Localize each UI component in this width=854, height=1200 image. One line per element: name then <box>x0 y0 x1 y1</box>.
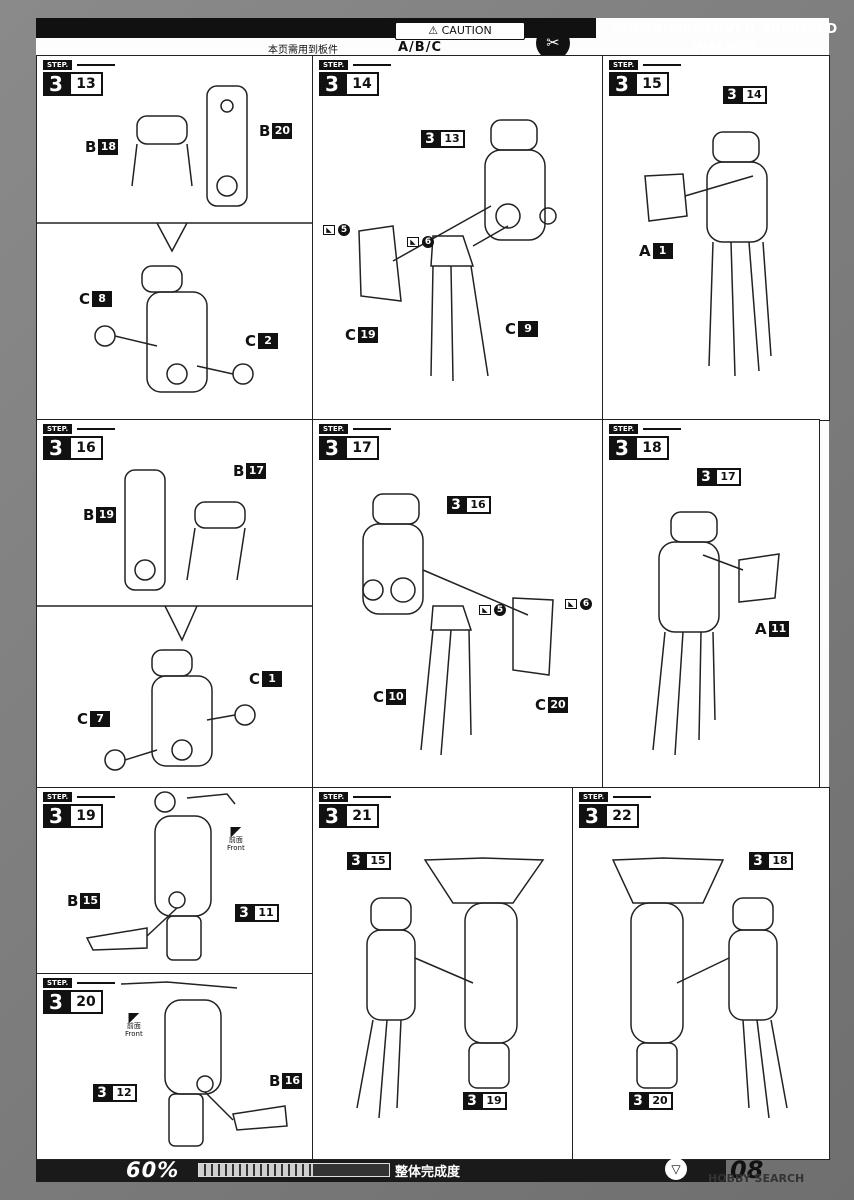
assembly-illustration <box>362 493 554 756</box>
step-header: STEP. <box>609 60 681 70</box>
progress-percent: 60% <box>126 1158 180 1182</box>
step-header: STEP. <box>319 424 391 434</box>
assembly-illustration <box>37 85 313 393</box>
assembly-illustration <box>644 131 772 377</box>
series-title: SUPER-MANEUVER ARMORED WALKER <box>612 22 838 57</box>
step-header: STEP. <box>43 792 115 802</box>
cut-mark: ◣6 <box>407 236 434 248</box>
cut-mark: ◣5 <box>479 604 506 616</box>
assembly-illustration <box>37 469 313 771</box>
assembly-illustration <box>356 857 545 1119</box>
assembly-illustration <box>652 511 780 756</box>
parts-list: A/B/C <box>398 40 443 55</box>
cut-mark: ◣6 <box>565 598 592 610</box>
progress-bar <box>198 1163 390 1177</box>
step-header: STEP. <box>579 792 651 802</box>
assembly-illustration <box>85 791 236 961</box>
step-header: STEP. <box>609 424 681 434</box>
nipper-icon: ✂ <box>536 26 570 60</box>
step-header: STEP. <box>319 60 391 70</box>
page-number: 08 <box>730 1156 764 1184</box>
parts-note: 本页需用到板件 <box>268 45 338 56</box>
assembly-illustration <box>120 981 288 1147</box>
step-header: STEP. <box>319 792 391 802</box>
assembly-illustration <box>611 857 788 1119</box>
shield-logo-icon: ▽ <box>665 1158 687 1180</box>
caution-badge: ⚠ CAUTION <box>395 22 525 40</box>
step-header: STEP. <box>43 978 115 988</box>
step-header: STEP. <box>43 60 115 70</box>
assembly-illustration <box>358 119 557 382</box>
completion-label: 整体完成度 <box>395 1165 461 1180</box>
watermark: HOBBY SEARCH <box>708 1172 805 1185</box>
cut-mark: ◣5 <box>323 224 350 236</box>
step-header: STEP. <box>43 424 115 434</box>
